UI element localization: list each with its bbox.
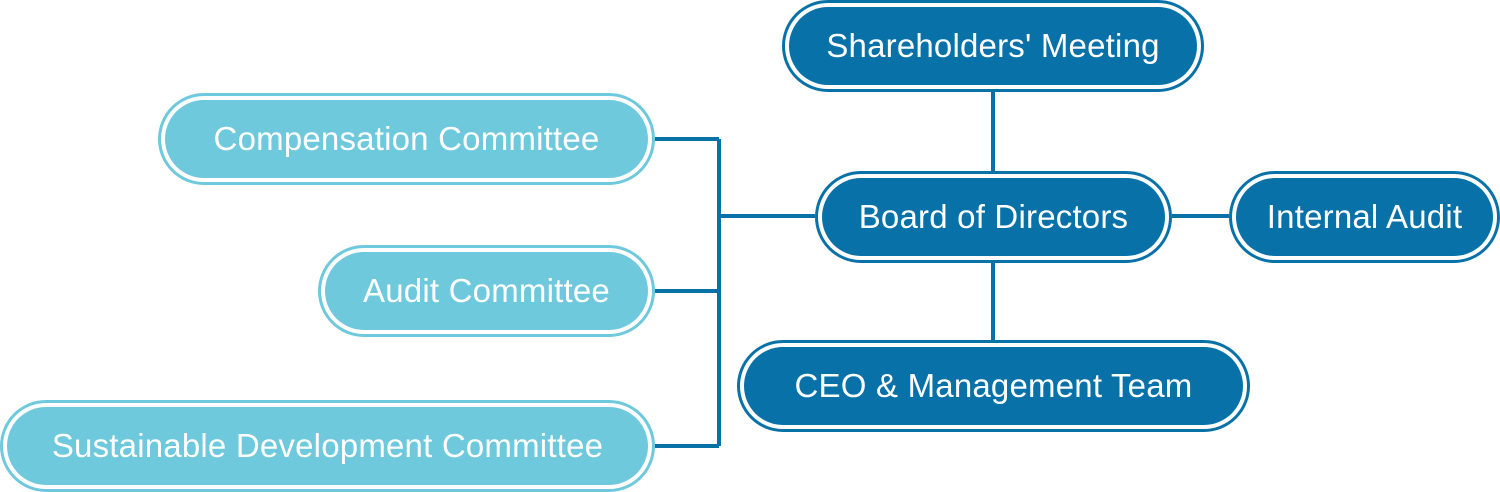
internal-audit-node: Internal Audit: [1229, 171, 1500, 263]
sustainable-development-committee-node: Sustainable Development Committee: [0, 400, 655, 492]
audit-committee-label: Audit Committee: [325, 252, 648, 330]
shareholders-meeting-label: Shareholders' Meeting: [789, 7, 1197, 85]
internal-audit-label: Internal Audit: [1236, 178, 1493, 256]
compensation-committee-label: Compensation Committee: [165, 100, 648, 178]
compensation-committee-node: Compensation Committee: [158, 93, 655, 185]
audit-committee-node: Audit Committee: [318, 245, 655, 337]
board-of-directors-label: Board of Directors: [822, 178, 1165, 256]
shareholders-meeting-node: Shareholders' Meeting: [782, 0, 1204, 92]
sustainable-development-committee-label: Sustainable Development Committee: [7, 407, 648, 485]
board-of-directors-node: Board of Directors: [815, 171, 1172, 263]
ceo-management-team-label: CEO & Management Team: [744, 347, 1243, 425]
ceo-management-team-node: CEO & Management Team: [737, 340, 1250, 432]
